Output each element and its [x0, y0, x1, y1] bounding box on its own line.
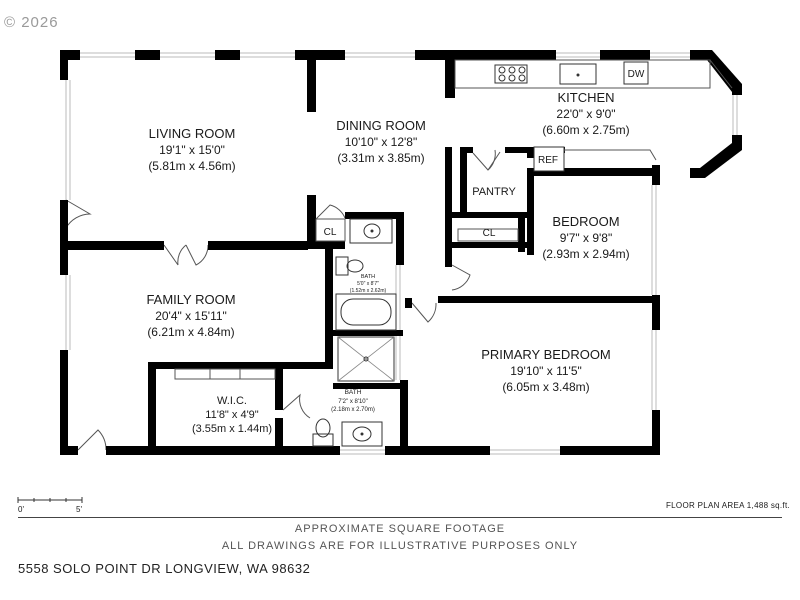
kitchen-name: KITCHEN [557, 90, 614, 105]
windows [65, 52, 738, 455]
bath-fixtures [312, 218, 397, 447]
living-room-dim-m: (5.81m x 4.56m) [148, 159, 235, 173]
bedroom-dim-ft: 9'7" x 9'8" [560, 231, 612, 245]
dining-closet-label: CL [324, 227, 337, 238]
dw-label: DW [628, 69, 645, 80]
scale-end: 5' [76, 505, 82, 514]
scale-bar: 0' 5' [17, 497, 83, 514]
dishwasher-icon [623, 61, 649, 85]
divider [18, 517, 782, 518]
toilet-icon [312, 433, 334, 447]
footer-line-1: APPROXIMATE SQUARE FOOTAGE [294, 523, 506, 535]
wic-dim-m: (3.55m x 1.44m) [192, 423, 272, 435]
primary-bedroom-dim-ft: 19'10" x 11'5" [510, 364, 582, 378]
bath2-name: BATH [345, 389, 362, 396]
family-room-dim-m: (6.21m x 4.84m) [147, 325, 234, 339]
kitchen-fixtures [315, 59, 733, 242]
toilet-icon [335, 256, 349, 276]
sink-icon [352, 426, 372, 442]
primary-bedroom-dim-m: (6.05m x 3.48m) [502, 380, 589, 394]
bath1-dim-m: (1.52m x 2.62m) [350, 288, 387, 294]
kitchen-dim-m: (6.60m x 2.75m) [542, 123, 629, 137]
shower-icon [337, 336, 395, 382]
bedroom-closet-label: CL [483, 228, 496, 239]
sink-icon [559, 63, 597, 85]
wic-dim-ft: 11'8" x 4'9" [205, 409, 258, 421]
dining-room-name: DINING ROOM [336, 118, 426, 133]
living-room-dim-ft: 19'1" x 15'0" [159, 143, 225, 157]
primary-bedroom-name: PRIMARY BEDROOM [481, 347, 611, 362]
bath1-name: BATH [361, 274, 375, 280]
refrigerator-icon [533, 146, 565, 172]
wic-name: W.I.C. [217, 395, 247, 407]
scale-start: 0' [18, 505, 24, 514]
vanity [341, 421, 383, 447]
family-room-dim-ft: 20'4" x 15'11" [155, 309, 227, 323]
vanity [349, 218, 393, 244]
bath1-dim-ft: 5'0" x 8'7" [357, 281, 379, 287]
room-labels: LIVING ROOM 19'1" x 15'0" (5.81m x 4.56m… [146, 69, 644, 435]
living-room-name: LIVING ROOM [149, 126, 236, 141]
ref-label: REF [538, 155, 558, 166]
closet-shelves [174, 368, 276, 380]
kitchen-counter [454, 59, 711, 89]
kitchen-dim-ft: 22'0" x 9'0" [556, 107, 615, 121]
footer-line-2: ALL DRAWINGS ARE FOR ILLUSTRATIVE PURPOS… [221, 540, 579, 552]
bath2-dim-m: (2.18m x 2.70m) [331, 407, 375, 413]
sink-icon [363, 223, 381, 239]
floor-plan-area: FLOOR PLAN AREA 1,488 sq.ft. [665, 501, 790, 510]
pantry-label: PANTRY [472, 186, 516, 198]
stove-icon [494, 64, 528, 84]
dining-room-dim-m: (3.31m x 3.85m) [337, 151, 424, 165]
dining-room-dim-ft: 10'10" x 12'8" [345, 135, 418, 149]
walls [60, 50, 742, 455]
family-room-name: FAMILY ROOM [146, 292, 235, 307]
bathtub-icon [335, 293, 397, 331]
bath2-dim-ft: 7'2" x 8'10" [338, 399, 368, 405]
property-address: 5558 SOLO POINT DR LONGVIEW, WA 98632 [18, 561, 311, 576]
copyright-watermark: © 2026 [4, 14, 59, 31]
bedroom-name: BEDROOM [552, 214, 619, 229]
bedroom-dim-m: (2.93m x 2.94m) [542, 247, 629, 261]
